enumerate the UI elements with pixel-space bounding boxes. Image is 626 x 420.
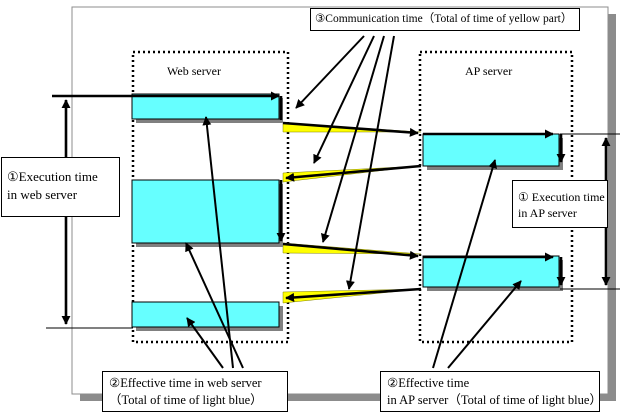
eff-web-pointers — [185, 116, 244, 369]
eff-web-line2: （Total of time of light blue） — [109, 393, 263, 407]
ap-server-title: AP server — [465, 64, 513, 78]
exec-ap-label: ① Execution time in AP server — [512, 180, 608, 228]
exec-web-label: ①Execution time in web server — [1, 157, 120, 217]
web-block-2 — [131, 179, 283, 247]
request-flow — [52, 91, 566, 302]
eff-ap-line1: ②Effective time — [387, 376, 470, 390]
eff-ap-line2: in AP server（Total of time of light blue… — [387, 393, 602, 407]
extent-ticks — [46, 133, 620, 329]
comm-pointers — [295, 35, 395, 290]
exec-web-line1: ①Execution time — [7, 169, 98, 184]
eff-web-line1: ②Effective time in web server — [109, 376, 262, 390]
comm-segment-3 — [282, 242, 422, 255]
exec-ap-line2: in AP server — [518, 206, 577, 220]
communication-time-text: ③Communication time（Total of time of yel… — [315, 13, 573, 25]
communication-time-label: ③Communication time（Total of time of yel… — [310, 8, 580, 31]
eff-web-label: ②Effective time in web server （Total of … — [102, 371, 288, 412]
eff-ap-label: ②Effective time in AP server（Total of ti… — [380, 371, 602, 412]
web-block-3 — [131, 301, 283, 331]
exec-web-line2: in web server — [7, 187, 78, 202]
exec-ap-line1: ① Execution time — [518, 190, 605, 204]
ap-block-2 — [422, 255, 563, 291]
eff-ap-pointers — [432, 159, 522, 369]
web-block-1 — [131, 93, 283, 123]
web-server-title: Web server — [167, 64, 222, 78]
